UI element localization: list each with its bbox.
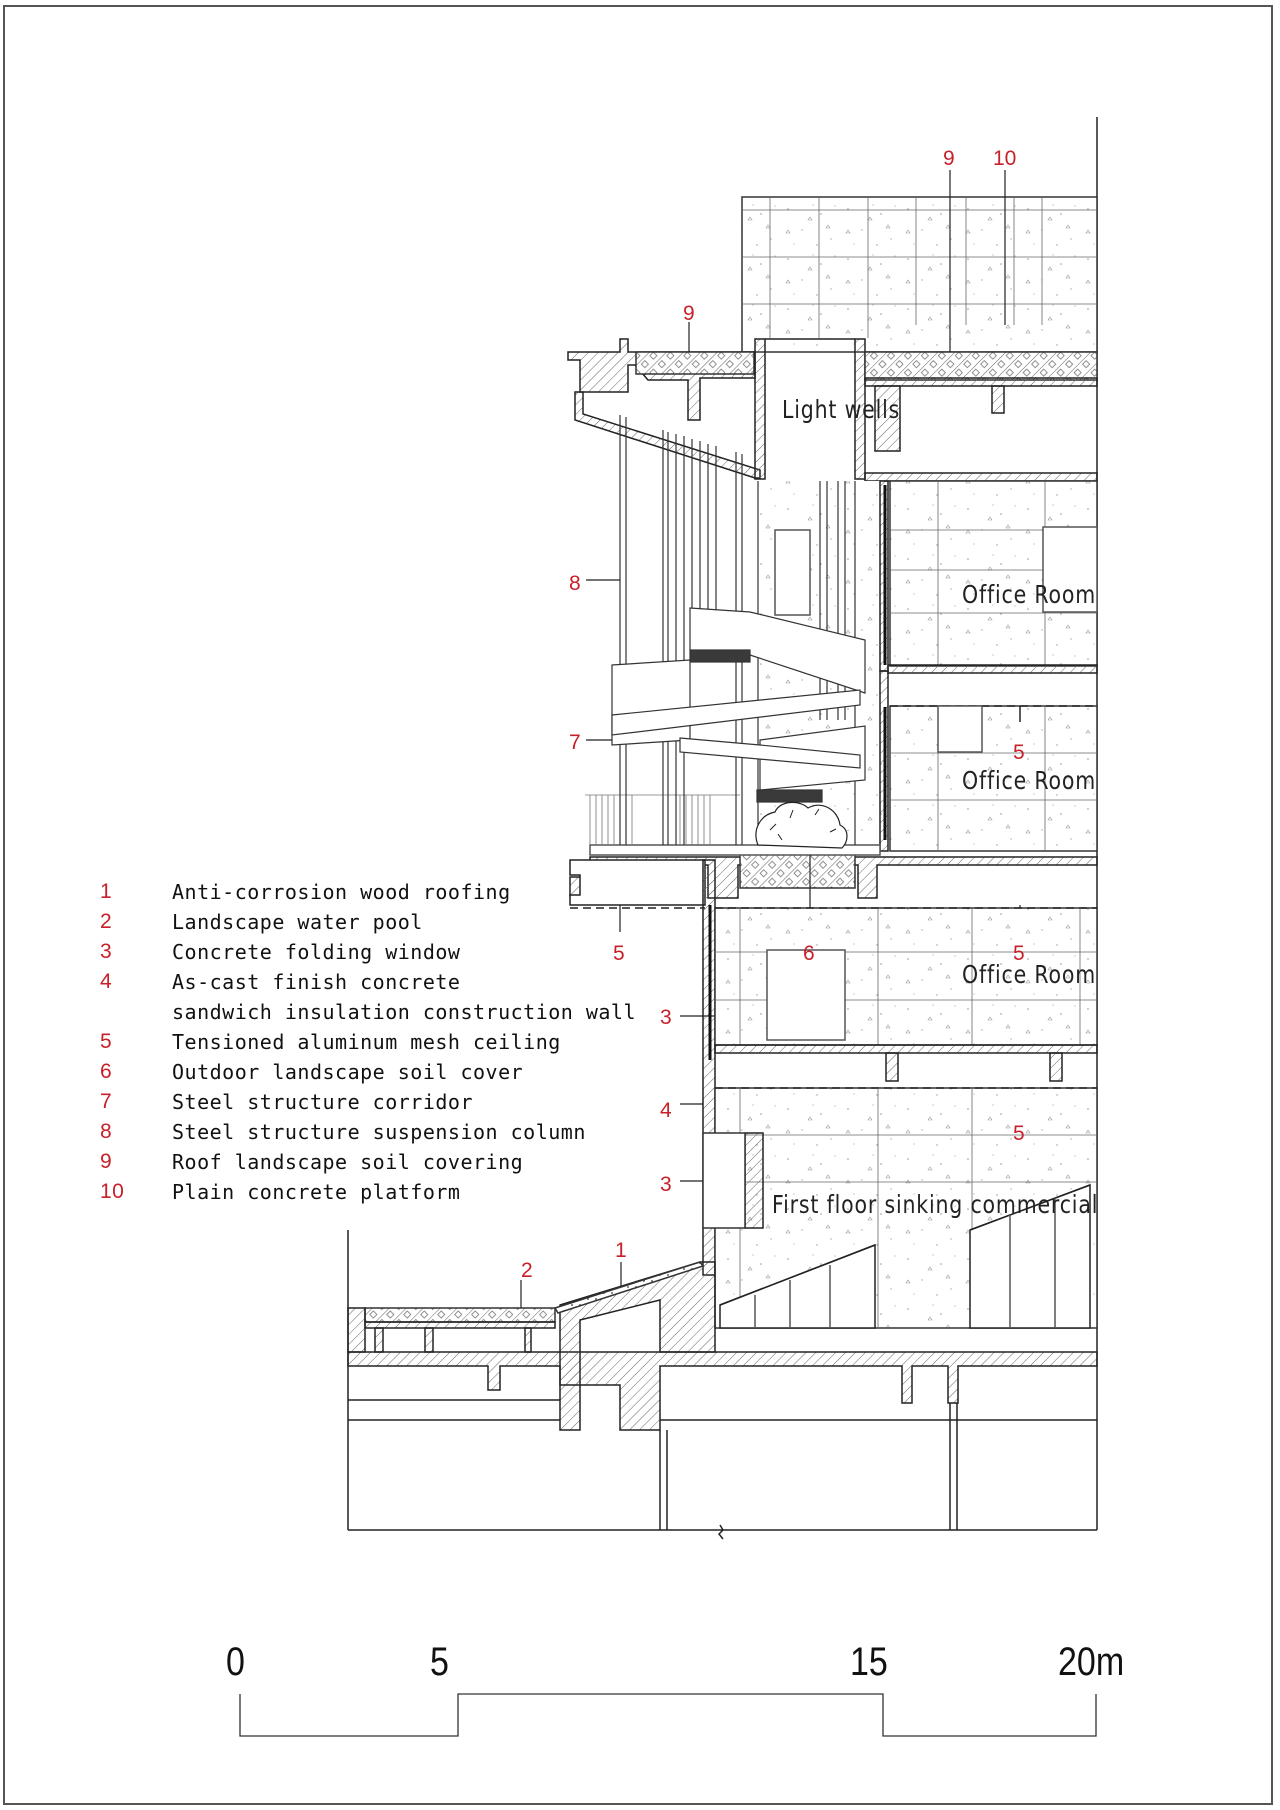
legend-text: Anti-corrosion wood roofing (172, 880, 511, 904)
legend-text: Plain concrete platform (172, 1180, 461, 1204)
legend-text: Landscape water pool (172, 910, 423, 934)
callout-6: 6 (803, 942, 815, 965)
legend-text: sandwich insulation construction wall (172, 1000, 637, 1024)
scale-label-15: 15 (850, 1640, 888, 1684)
callout-3-upper: 3 (660, 1006, 672, 1029)
office-room-middle-label: Office Room (962, 766, 1097, 795)
legend-number: 1 (100, 880, 113, 903)
legend-number: 6 (100, 1060, 113, 1083)
office-room-lower-label: Office Room (962, 960, 1097, 989)
callout-9-roof: 9 (683, 302, 695, 325)
callout-9-top: 9 (943, 147, 955, 170)
legend-text: Roof landscape soil covering (172, 1150, 524, 1174)
legend-text: Steel structure corridor (172, 1090, 473, 1114)
scale-label-0: 0 (226, 1640, 245, 1684)
callout-8: 8 (569, 572, 581, 595)
callout-10-top: 10 (993, 147, 1017, 170)
callout-5-left: 5 (613, 942, 625, 965)
callout-2: 2 (521, 1259, 533, 1282)
legend-text: Steel structure suspension column (172, 1120, 586, 1144)
first-floor-label: First floor sinking commercial (772, 1190, 1099, 1219)
legend-number: 2 (100, 910, 113, 933)
callout-5-right: 5 (1013, 942, 1025, 965)
legend-number: 8 (100, 1120, 113, 1143)
legend-text: Concrete folding window (172, 940, 461, 964)
scale-label-5: 5 (430, 1640, 449, 1684)
legend-number: 5 (100, 1030, 113, 1053)
legend-number: 4 (100, 970, 113, 993)
callout-1: 1 (615, 1239, 627, 1262)
callout-5-mid: 5 (1013, 741, 1025, 764)
light-wells-label: Light wells (782, 395, 901, 424)
callout-7: 7 (569, 731, 581, 754)
scale-label-20m: 20m (1058, 1640, 1125, 1684)
legend-number: 10 (100, 1180, 125, 1203)
office-room-upper-label: Office Room (962, 580, 1097, 609)
legend-text: Outdoor landscape soil cover (172, 1060, 524, 1084)
legend-text: Tensioned aluminum mesh ceiling (172, 1030, 561, 1054)
drawing-frame (3, 5, 1273, 1805)
legend-text: As-cast finish concrete (172, 970, 461, 994)
callout-5-lower: 5 (1013, 1122, 1025, 1145)
legend-number: 7 (100, 1090, 113, 1113)
callout-4: 4 (660, 1099, 672, 1122)
legend-number: 3 (100, 940, 113, 963)
callout-3-lower: 3 (660, 1173, 672, 1196)
legend-number: 9 (100, 1150, 113, 1173)
